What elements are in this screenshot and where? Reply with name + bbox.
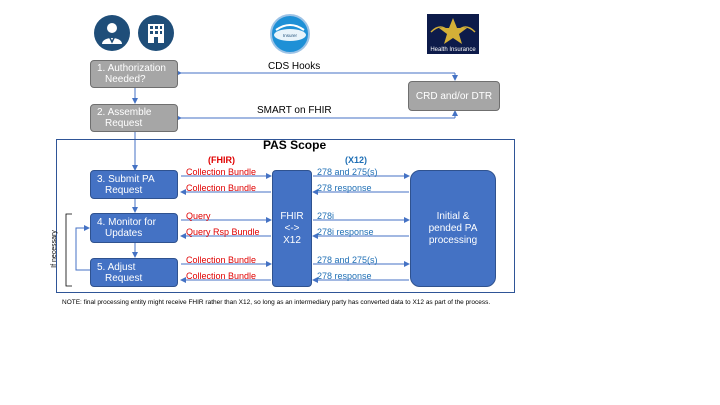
processing-line1: Initial &: [436, 210, 470, 222]
step-5-line2: Request: [105, 273, 143, 284]
footnote: NOTE: final processing entity might rece…: [62, 299, 491, 306]
step-3-line1: 3. Submit PA: [97, 174, 155, 185]
step-5-line1: 5. Adjust: [97, 262, 136, 273]
health-insurance-logo: Health Insurance: [427, 14, 479, 54]
fhir-label-submit-request: Collection Bundle: [186, 167, 257, 177]
processing-line3: processing: [428, 234, 478, 246]
x12-label-inquiry-response: 278i response: [317, 227, 374, 237]
health-insurer-logo: Insurer: [270, 14, 310, 54]
fhir-header: (FHIR): [208, 155, 235, 165]
cds-hooks-label: CDS Hooks: [268, 61, 321, 72]
step-1-line1: 1. Authorization: [97, 63, 166, 74]
fhir-label-adjust-request: Collection Bundle: [186, 255, 257, 265]
step-2-assemble-request: 2. Assemble Request: [90, 104, 178, 132]
fhir-label-query: Query: [186, 211, 211, 221]
pas-scope-frame: [56, 139, 515, 293]
x12-label-submit-request: 278 and 275(s): [317, 167, 378, 177]
fhir-label-adjust-response: Collection Bundle: [186, 271, 257, 281]
step-4-line1: 4. Monitor for: [97, 217, 156, 228]
processing-line2: pended PA: [428, 222, 478, 234]
converter-line3: X12: [283, 234, 301, 246]
doctor-icon: [94, 15, 130, 51]
hospital-icon: [138, 15, 174, 51]
crd-dtr-box: CRD and/or DTR: [408, 81, 500, 111]
x12-label-adjust-request: 278 and 275(s): [317, 255, 378, 265]
step-2-line2: Request: [105, 118, 143, 129]
x12-header: (X12): [345, 155, 368, 165]
x12-label-submit-response: 278 response: [317, 183, 372, 193]
converter-line2: <->: [284, 222, 300, 234]
step-1-authorization-needed: 1. Authorization Needed?: [90, 60, 178, 88]
svg-text:Insurer: Insurer: [283, 33, 298, 38]
x12-label-inquiry: 278i: [317, 211, 335, 221]
if-necessary-label: If necessary: [50, 230, 58, 268]
fhir-x12-converter: FHIR <-> X12: [272, 170, 312, 287]
converter-line1: FHIR: [280, 210, 304, 222]
step-4-monitor-updates: 4. Monitor for Updates: [90, 213, 178, 243]
pas-scope-title: PAS Scope: [263, 138, 327, 152]
svg-text:Health Insurance: Health Insurance: [430, 47, 476, 53]
crd-dtr-label: CRD and/or DTR: [415, 91, 493, 102]
step-3-line2: Request: [105, 185, 143, 196]
step-2-line1: 2. Assemble: [97, 107, 152, 118]
fhir-label-query-response: Query Rsp Bundle: [186, 227, 260, 237]
fhir-label-submit-response: Collection Bundle: [186, 183, 257, 193]
step-1-line2: Needed?: [105, 74, 146, 85]
pa-processing-box: Initial & pended PA processing: [410, 170, 496, 287]
step-4-line2: Updates: [105, 228, 143, 239]
x12-label-adjust-response: 278 response: [317, 271, 372, 281]
smart-on-fhir-label: SMART on FHIR: [257, 105, 332, 116]
step-3-submit-pa-request: 3. Submit PA Request: [90, 170, 178, 199]
step-5-adjust-request: 5. Adjust Request: [90, 258, 178, 287]
